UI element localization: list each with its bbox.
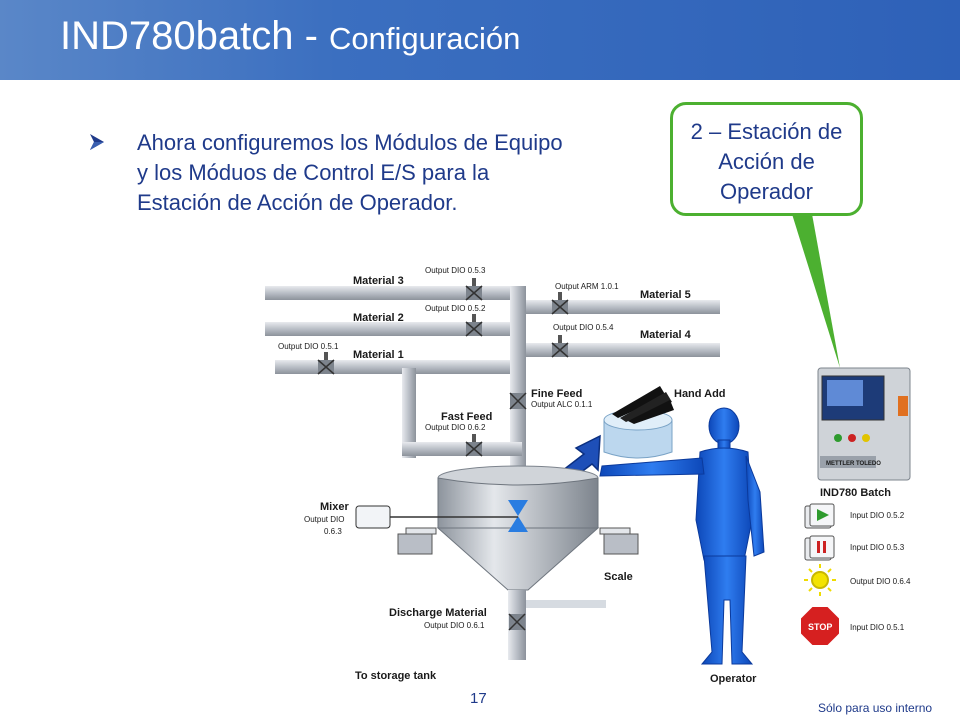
label-out-dio-051: Output DIO 0.5.1 bbox=[278, 342, 339, 351]
valve-051 bbox=[317, 352, 335, 375]
pipe-material5 bbox=[510, 300, 720, 314]
hand-add-bucket bbox=[603, 386, 674, 459]
label-material3: Material 3 bbox=[353, 275, 404, 287]
valve-052 bbox=[465, 314, 483, 337]
label-out-dio-061: Output DIO 0.6.1 bbox=[424, 621, 485, 630]
mixer-blades bbox=[390, 500, 528, 532]
label-hand-add: Hand Add bbox=[674, 388, 726, 400]
bullet-text: Ahora configuremos los Módulos de Equipo… bbox=[137, 130, 563, 215]
valve-054 bbox=[551, 335, 569, 358]
load-cell-right bbox=[599, 527, 639, 555]
label-material5: Material 5 bbox=[640, 289, 691, 301]
page-title: IND780batch - Configuración bbox=[60, 14, 520, 59]
title-bar bbox=[0, 0, 960, 80]
label-mixer: Mixer bbox=[320, 501, 349, 513]
label-out-dio-052: Output DIO 0.5.2 bbox=[425, 304, 486, 313]
label-fine-feed: Fine Feed bbox=[531, 388, 582, 400]
label-brand: METTLER TOLEDO bbox=[826, 461, 881, 467]
label-fast-feed: Fast Feed bbox=[441, 411, 492, 423]
label-discharge: Discharge Material bbox=[389, 607, 487, 619]
load-cell-left bbox=[397, 527, 437, 555]
label-storage: To storage tank bbox=[355, 670, 437, 682]
label-material4: Material 4 bbox=[640, 329, 692, 341]
operator-figure bbox=[599, 407, 765, 665]
label-out-dio-054: Output DIO 0.5.4 bbox=[553, 323, 614, 332]
label-terminal-name: IND780 Batch bbox=[820, 487, 891, 499]
batch-tank bbox=[436, 465, 606, 660]
mixer-motor bbox=[355, 505, 391, 529]
start-button-icon bbox=[804, 503, 835, 529]
label-scale: Scale bbox=[604, 571, 633, 583]
pipe-fast-feed-h bbox=[402, 442, 522, 456]
pipe-material3 bbox=[265, 286, 525, 300]
label-material1: Material 1 bbox=[353, 349, 404, 361]
valve-053 bbox=[465, 278, 483, 301]
label-in-dio-053: Input DIO 0.5.3 bbox=[850, 543, 905, 552]
label-out-dio-064: Output DIO 0.6.4 bbox=[850, 577, 911, 586]
callout-text: 2 – Estación de Acción de Operador bbox=[690, 119, 843, 204]
valve-arm101 bbox=[551, 292, 569, 315]
pipe-fast-feed bbox=[402, 368, 416, 458]
label-stop: STOP bbox=[808, 622, 832, 632]
label-in-dio-051: Input DIO 0.5.1 bbox=[850, 623, 905, 632]
footer-note: Sólo para uso interno bbox=[818, 701, 933, 715]
label-out-dio-062: Output DIO 0.6.2 bbox=[425, 423, 486, 432]
label-out-alc-011: Output ALC 0.1.1 bbox=[531, 400, 593, 409]
valve-fast-feed bbox=[465, 434, 483, 457]
title-sub: Configuración bbox=[329, 21, 521, 56]
page-number: 17 bbox=[470, 690, 487, 707]
pipe-manifold bbox=[510, 286, 526, 476]
stop-sign-icon bbox=[799, 605, 841, 647]
title-main: IND780batch - bbox=[60, 14, 330, 58]
pipe-material1 bbox=[275, 360, 525, 374]
valve-fine-feed bbox=[509, 392, 527, 410]
ind780-terminal bbox=[817, 367, 911, 481]
callout-box: 2 – Estación de Acción de Operador bbox=[670, 102, 863, 216]
label-mixer-out-2: 0.6.3 bbox=[324, 527, 342, 536]
valve-discharge bbox=[508, 613, 526, 631]
pipe-material2 bbox=[265, 322, 525, 336]
pipe-material4 bbox=[510, 343, 720, 357]
label-out-dio-053: Output DIO 0.5.3 bbox=[425, 266, 486, 275]
label-in-dio-052: Input DIO 0.5.2 bbox=[850, 511, 905, 520]
indicator-light-icon bbox=[804, 564, 836, 596]
callout-pointer bbox=[792, 214, 840, 368]
label-operator: Operator bbox=[710, 673, 757, 685]
label-mixer-out-1: Output DIO bbox=[304, 515, 344, 524]
arrow-bullet-icon bbox=[90, 134, 104, 150]
label-material2: Material 2 bbox=[353, 312, 404, 324]
label-out-arm-101: Output ARM 1.0.1 bbox=[555, 282, 619, 291]
pause-button-icon bbox=[804, 535, 835, 561]
